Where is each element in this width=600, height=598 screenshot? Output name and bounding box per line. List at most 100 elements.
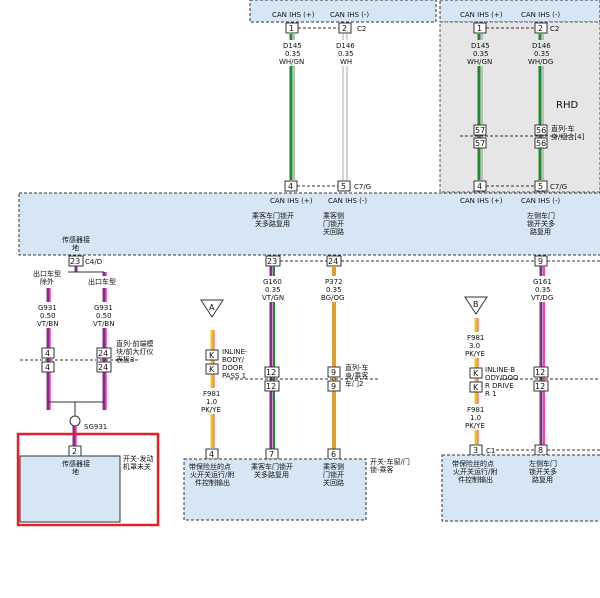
can-high-label-tl: CAN IHS (+) [272, 11, 315, 19]
pin-number: 9 [331, 368, 336, 377]
wire-label-bg [468, 40, 496, 66]
connector-label: C2 [550, 25, 559, 33]
left-mux-label: 锁开关多 [529, 467, 557, 476]
connector-label: C2 [357, 25, 366, 33]
switch-note: 锁-乘客 [370, 465, 394, 474]
left-mux-label: 路复用 [532, 475, 553, 484]
wire-label-d146: D146 [532, 42, 551, 50]
body-control-module [18, 192, 600, 256]
wire-label-color: WH/GN [279, 58, 304, 66]
pin-number: 12 [535, 368, 545, 377]
can-low-label-tl: CAN IHS (-) [330, 11, 369, 19]
inline-note: 车门2 [345, 379, 363, 388]
wire-label-d146: D146 [336, 42, 355, 50]
pin-number: 1 [477, 24, 482, 33]
splice-icon [69, 415, 81, 427]
wire-label-gauge: 0.35 [326, 286, 342, 294]
pass-door-unlock-label: 门锁开 [323, 219, 344, 228]
pin-number: 8 [538, 446, 543, 455]
wire-label-gauge: 0.50 [40, 312, 56, 320]
wire-label-color: VT/BN [93, 320, 114, 328]
fused-output-label: 件控制输出 [458, 475, 493, 484]
wire-label-color: PK/YE [201, 406, 221, 414]
pin-number: 4 [45, 363, 50, 372]
wire-label-color: WH/DG [528, 58, 553, 66]
wire-label-g931: G931 [94, 304, 113, 312]
wire-label-p372: P372 [325, 278, 343, 286]
passenger-window-switch [183, 458, 367, 521]
wire-label-gauge: 0.35 [338, 50, 354, 58]
inline-note: INLINE-B [485, 366, 515, 374]
connector-a-icon [200, 299, 224, 318]
inline-note: R 1 [485, 390, 497, 398]
wire-label-gauge: 1.0 [206, 398, 217, 406]
pin-number: 56 [536, 139, 546, 148]
sensor-ground-switch [19, 455, 121, 523]
highlight-frame [16, 432, 160, 527]
left-mux-label: 左侧车门 [529, 459, 557, 468]
pin-number: 24 [98, 363, 108, 372]
pass-loop-label: 乘客侧 [323, 462, 344, 471]
pass-door-unlock-label: 关回路 [323, 227, 344, 236]
rhd-label: RHD [556, 100, 578, 111]
connector-label: C7/G [550, 183, 567, 191]
wire-label-bg [334, 40, 358, 66]
wire-label-color: VT/GN [262, 294, 284, 302]
pin-box [264, 366, 280, 378]
pin-number: 4 [477, 182, 482, 191]
splice-label: SG931 [84, 423, 107, 431]
variant-label: 出口车型 [88, 277, 116, 286]
wire-label-f981: F981 [467, 334, 484, 342]
pin-number: 4 [45, 349, 50, 358]
inline-note: R DRIVE [485, 382, 514, 390]
fused-output-label: 带保险丝的点 [189, 462, 231, 471]
switch-note: 机罩未关 [123, 462, 151, 471]
can-low-label: CAN IHS (-) [521, 197, 560, 205]
rhd-region [439, 21, 600, 193]
wire-label-color: WH [340, 58, 352, 66]
fused-output-label: 火开关运行/附 [190, 470, 234, 479]
pin-number: 12 [266, 368, 276, 377]
connector-label: C7/G [354, 183, 371, 191]
pin-box [327, 380, 341, 392]
wire-label-color: VT/BN [37, 320, 58, 328]
can-high-label: CAN IHS (+) [270, 197, 313, 205]
pin-number: 4 [288, 182, 293, 191]
pin-box [534, 137, 548, 149]
wire-label-gauge: 0.35 [473, 50, 489, 58]
pin-box [469, 381, 483, 393]
pass-door-switch-label: 乘客车门锁开 [252, 211, 294, 220]
pin-number: 1 [289, 24, 294, 33]
inline-note: ODY/DOO [485, 374, 519, 382]
wire-label-bg [280, 40, 308, 66]
pin-number: 12 [266, 382, 276, 391]
wire-label-d145: D145 [471, 42, 490, 50]
pin-number: 23 [267, 257, 277, 266]
connector-b-icon [464, 296, 488, 315]
pass-loop-label: 门锁开 [323, 470, 344, 479]
pin-box [534, 22, 548, 34]
pin-box [533, 366, 549, 378]
pin-number: K [209, 365, 215, 374]
left-door-label: 锁开关多 [527, 219, 555, 228]
pin-box [41, 361, 55, 373]
connector-label: C1 [486, 447, 495, 455]
inline-note: BODY/ [222, 356, 244, 364]
sensor-ground-label: 地 [72, 467, 79, 476]
can-low-label-tr: CAN IHS (-) [521, 11, 560, 19]
inline-note: DOOR [222, 364, 243, 372]
wire-label-gauge: 0.35 [535, 286, 551, 294]
can-high-label-tr: CAN IHS (+) [460, 11, 503, 19]
pin-number: 57 [475, 139, 485, 148]
reference-label: A [209, 303, 215, 312]
pin-number: 5 [538, 182, 543, 191]
wire-label-color: BG/OG [321, 294, 344, 302]
switch-note: 开关-发动 [123, 454, 154, 463]
pin-number: 56 [536, 126, 546, 135]
inline-note: 直列-车 [551, 124, 575, 133]
pin-box [96, 361, 112, 373]
pin-number: 5 [341, 182, 346, 191]
wire-label-gauge: 0.35 [265, 286, 281, 294]
pin-number: 3 [473, 446, 478, 455]
